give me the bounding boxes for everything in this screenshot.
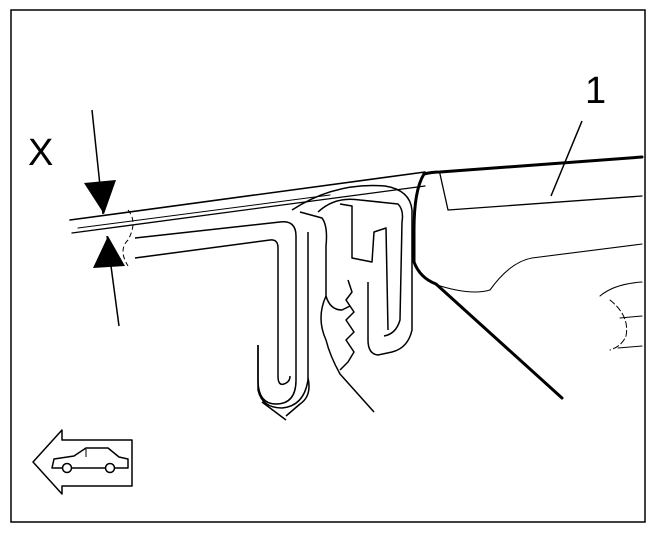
dimension-label-x: X [28, 132, 53, 174]
callout-leader-1: 1 [550, 70, 606, 197]
dimension-arrows [84, 109, 125, 327]
panel-flange [122, 209, 309, 409]
retaining-clip [261, 184, 413, 421]
callout-number-1: 1 [585, 70, 606, 112]
car-front-direction-arrow-icon [32, 429, 133, 495]
part-1-trim [412, 155, 644, 400]
